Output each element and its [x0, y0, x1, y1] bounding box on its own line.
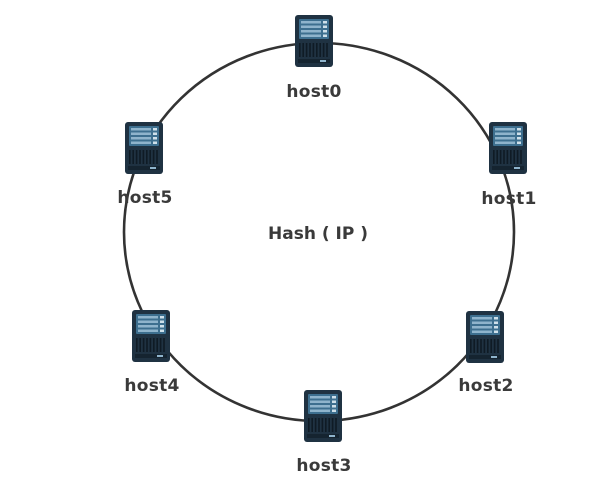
host-node-4: [131, 309, 171, 369]
host-node-5: [124, 121, 164, 181]
host-node-3: [303, 389, 343, 449]
host-label-1: host1: [481, 189, 537, 209]
server-icon: [132, 310, 170, 362]
host-label-2: host2: [458, 376, 514, 396]
server-icon: [304, 390, 342, 442]
server-icon: [295, 15, 333, 67]
host-label-0: host0: [286, 82, 342, 102]
host-node-1: [488, 121, 528, 181]
server-icon: [125, 122, 163, 174]
host-label-4: host4: [124, 376, 180, 396]
host-node-2: [465, 310, 505, 370]
hash-function-label: Hash ( IP ): [268, 224, 368, 244]
server-icon: [466, 311, 504, 363]
host-label-3: host3: [296, 456, 352, 476]
server-icon: [489, 122, 527, 174]
host-node-0: [294, 14, 334, 74]
host-label-5: host5: [117, 188, 173, 208]
